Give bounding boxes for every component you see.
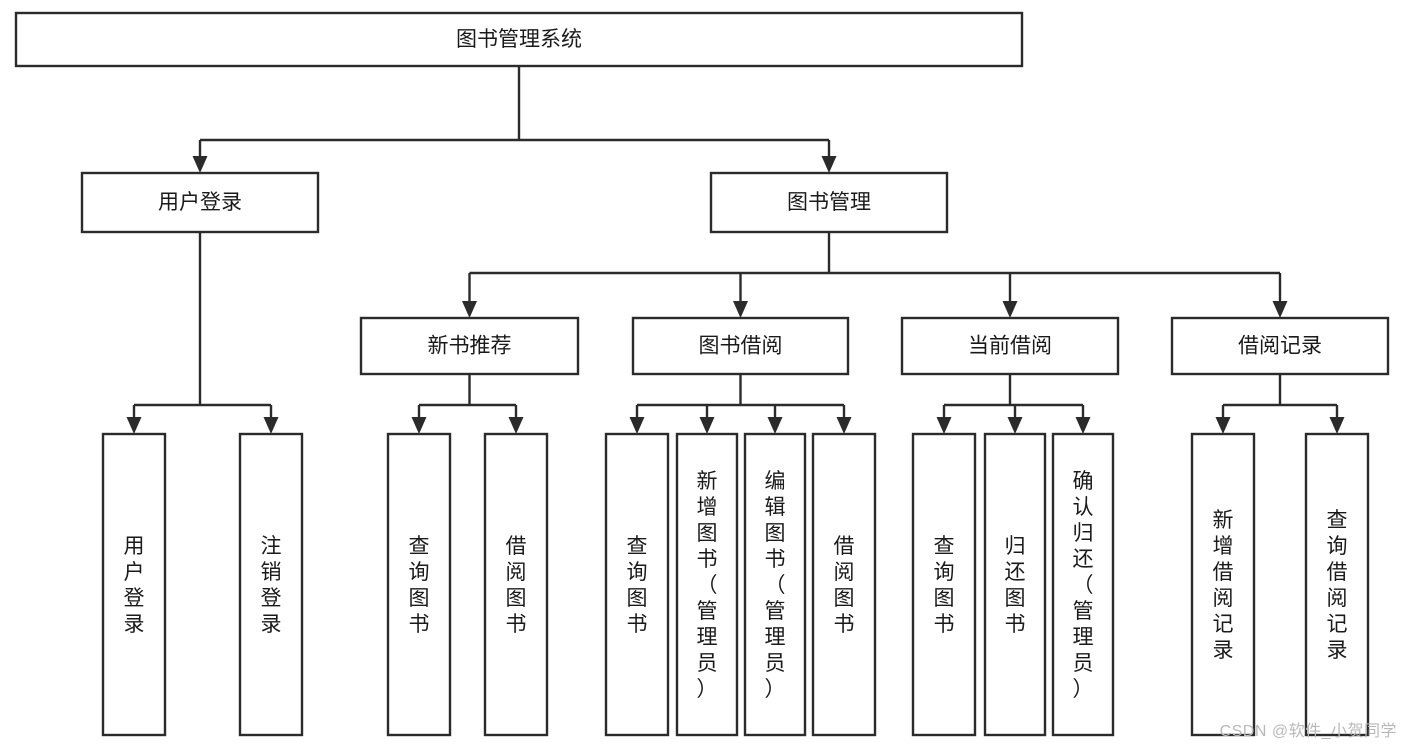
node-user-logout[interactable]: 注销登录 xyxy=(238,432,304,737)
arrow-head-n2-book-manage-0 xyxy=(462,301,477,318)
node-label-user-logout: 注销登录 xyxy=(261,535,282,636)
node-box-book-manage xyxy=(709,171,949,234)
arrow-head-n3-current-borrow-2 xyxy=(1075,417,1091,434)
node-borrow-query-book[interactable]: 查询图书 xyxy=(604,432,670,737)
node-user-login[interactable]: 用户登录 xyxy=(80,171,320,234)
node-box-book-borrow xyxy=(631,316,850,376)
node-add-borrow-record[interactable]: 新增借阅记录 xyxy=(1190,432,1256,737)
node-borrow-edit-book[interactable]: 编辑图书（管理员） xyxy=(743,432,807,737)
node-label-recommend-borrow-book: 借阅图书 xyxy=(506,535,527,636)
node-label-borrow-query-book: 查询图书 xyxy=(627,535,648,636)
arrow-head-n3-borrow-records-0 xyxy=(1215,417,1231,434)
arrow-head-n2-user-login-1 xyxy=(263,417,279,434)
node-box-new-book-recommend xyxy=(359,316,580,376)
node-query-borrow-record[interactable]: 查询借阅记录 xyxy=(1304,432,1370,737)
node-label-root: 图书管理系统 xyxy=(456,28,582,51)
node-box-add-borrow-record xyxy=(1190,432,1256,737)
arrow-head-n2-book-manage-3 xyxy=(1272,301,1288,318)
node-box-borrow-borrow-book xyxy=(811,432,877,737)
node-borrow-records[interactable]: 借阅记录 xyxy=(1170,316,1390,376)
arrow-head-n2-book-manage-1 xyxy=(733,301,748,318)
arrow-head-n3-book-borrow-1 xyxy=(699,417,715,434)
arrow-head-n3-new-book-recommend-0 xyxy=(411,417,427,434)
arrow-head-n3-current-borrow-0 xyxy=(936,417,952,434)
node-new-book-recommend[interactable]: 新书推荐 xyxy=(359,316,580,376)
arrow-head-root-1 xyxy=(821,156,837,173)
node-box-query-borrow-record xyxy=(1304,432,1370,737)
arrow-head-n3-current-borrow-1 xyxy=(1007,417,1023,434)
arrow-head-n2-book-manage-2 xyxy=(1002,301,1018,318)
node-recommend-borrow-book[interactable]: 借阅图书 xyxy=(483,432,549,737)
arrow-head-n3-new-book-recommend-1 xyxy=(508,417,524,434)
node-box-current-return-book xyxy=(983,432,1047,737)
node-label-user-login: 用户登录 xyxy=(158,191,242,214)
node-box-borrow-records xyxy=(1170,316,1390,376)
arrow-head-root-0 xyxy=(192,156,208,173)
node-label-current-confirm-return: 确认归还（管理员） xyxy=(1073,470,1094,701)
node-box-recommend-borrow-book xyxy=(483,432,549,737)
arrow-head-n3-book-borrow-0 xyxy=(629,417,645,434)
node-box-borrow-edit-book xyxy=(743,432,807,737)
node-book-manage[interactable]: 图书管理 xyxy=(709,171,949,234)
node-label-current-return-book: 归还图书 xyxy=(1005,535,1026,636)
node-book-borrow[interactable]: 图书借阅 xyxy=(631,316,850,376)
node-borrow-borrow-book[interactable]: 借阅图书 xyxy=(811,432,877,737)
node-box-user-login-do xyxy=(101,432,167,737)
arrow-head-n3-borrow-records-1 xyxy=(1329,417,1345,434)
node-label-borrow-records: 借阅记录 xyxy=(1238,335,1322,358)
connector-layer xyxy=(126,66,1345,434)
node-box-current-query-book xyxy=(911,432,977,737)
node-box-recommend-query-book xyxy=(386,432,452,737)
node-box-borrow-query-book xyxy=(604,432,670,737)
node-box-current-confirm-return xyxy=(1051,432,1115,737)
node-user-login-do[interactable]: 用户登录 xyxy=(101,432,167,737)
node-root[interactable]: 图书管理系统 xyxy=(14,11,1024,68)
arrow-head-n3-book-borrow-3 xyxy=(836,417,852,434)
arrow-head-n2-user-login-0 xyxy=(126,417,142,434)
node-current-confirm-return[interactable]: 确认归还（管理员） xyxy=(1051,432,1115,737)
node-box-root xyxy=(14,11,1024,68)
node-borrow-add-book[interactable]: 新增图书（管理员） xyxy=(675,432,739,737)
node-label-new-book-recommend: 新书推荐 xyxy=(428,335,512,358)
node-label-query-borrow-record: 查询借阅记录 xyxy=(1327,509,1348,662)
node-layer: 图书管理系统用户登录用户登录注销登录图书管理新书推荐查询图书借阅图书图书借阅查询… xyxy=(14,11,1390,737)
node-label-book-manage: 图书管理 xyxy=(787,191,871,214)
node-label-book-borrow: 图书借阅 xyxy=(699,335,783,358)
node-label-borrow-edit-book: 编辑图书（管理员） xyxy=(765,470,786,701)
node-label-recommend-query-book: 查询图书 xyxy=(409,535,430,636)
node-label-add-borrow-record: 新增借阅记录 xyxy=(1213,509,1234,662)
node-box-borrow-add-book xyxy=(675,432,739,737)
node-current-query-book[interactable]: 查询图书 xyxy=(911,432,977,737)
csdn-watermark: CSDN @软件_小贺同学 xyxy=(1219,723,1397,740)
arrow-head-n3-book-borrow-2 xyxy=(767,417,783,434)
node-current-borrow[interactable]: 当前借阅 xyxy=(900,316,1120,376)
node-label-borrow-add-book: 新增图书（管理员） xyxy=(697,470,718,701)
node-current-return-book[interactable]: 归还图书 xyxy=(983,432,1047,737)
node-recommend-query-book[interactable]: 查询图书 xyxy=(386,432,452,737)
node-label-current-borrow: 当前借阅 xyxy=(968,335,1052,358)
node-box-user-logout xyxy=(238,432,304,737)
node-label-borrow-borrow-book: 借阅图书 xyxy=(834,535,855,636)
node-label-user-login-do: 用户登录 xyxy=(124,535,145,636)
node-label-current-query-book: 查询图书 xyxy=(934,535,955,636)
node-box-current-borrow xyxy=(900,316,1120,376)
node-box-user-login xyxy=(80,171,320,234)
